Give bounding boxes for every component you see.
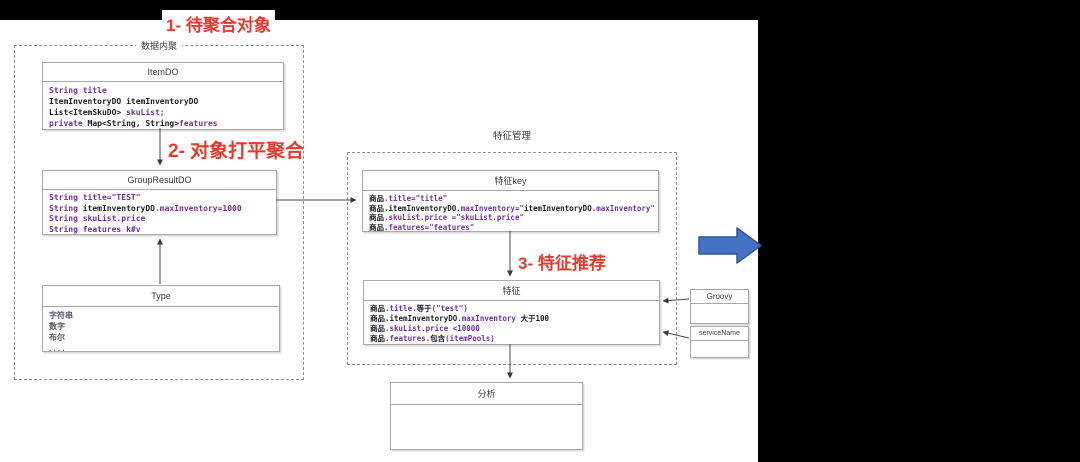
groupresultdo-box-body: String title="TEST"String itemInventoryD… xyxy=(43,190,276,234)
groovy-box-title: Groovy xyxy=(691,290,748,304)
code-line: ItemInventoryDO itemInventoryDO xyxy=(49,97,199,106)
analysis-box: 分析 xyxy=(390,382,583,450)
type-box: Type 字符串数字布尔 . . . . xyxy=(42,285,280,352)
analysis-box-title: 分析 xyxy=(391,383,582,405)
groupresultdo-box: GroupResultDO String title="TEST"String … xyxy=(42,170,277,235)
type-box-title: Type xyxy=(43,286,279,307)
code-line: 商品.features.包含(itemPools) xyxy=(370,334,495,343)
feature-box: 特征 商品.title.等于("test")商品.itemInventoryDO… xyxy=(363,280,660,345)
code-line: String itemInventoryDO.maxInventory=1000 xyxy=(49,203,242,213)
servicename-box-title: serviceName xyxy=(691,327,748,341)
code-line: . . . . xyxy=(49,344,65,351)
feature-key-box-title: 特征key xyxy=(363,171,658,191)
code-line: String title xyxy=(49,86,107,95)
group-data-cohesion: 数据内聚 xyxy=(14,39,304,380)
code-line: 商品.title="title" xyxy=(369,194,448,203)
code-line: 商品.skuList.price <10000 xyxy=(370,324,480,333)
code-line: List<ItemSkuDO> skuList; xyxy=(49,108,165,117)
code-line: 商品.features="features" xyxy=(369,222,475,232)
code-line: 字符串 xyxy=(49,311,73,320)
type-box-body: 字符串数字布尔 . . . . xyxy=(43,307,279,351)
groupresultdo-box-title: GroupResultDO xyxy=(43,171,276,190)
analysis-box-body xyxy=(391,405,582,449)
itemdo-box-title: ItemDO xyxy=(43,63,283,82)
feature-key-box-body: 商品.title="title"商品.itemInventoryDO.maxIn… xyxy=(363,191,658,231)
annotation-step2: 2- 对象打平聚合 xyxy=(168,141,305,162)
groovy-box-body xyxy=(691,304,748,323)
annotation-step3: 3- 特征推荐 xyxy=(518,254,606,273)
big-blue-right-arrow xyxy=(698,227,762,264)
feature-box-title: 特征 xyxy=(364,281,659,301)
code-line: 商品.title.等于("test") xyxy=(370,304,468,313)
feature-box-body: 商品.title.等于("test")商品.itemInventoryDO.ma… xyxy=(364,301,659,344)
annotation-step1: 1- 待聚合对象 xyxy=(162,10,275,37)
right-black-region xyxy=(758,0,1080,462)
code-line: private Map<String, String>features xyxy=(49,119,218,128)
code-line: 商品.itemInventoryDO.maxInventory="itemInv… xyxy=(369,203,655,213)
group-data-cohesion-label: 数据内聚 xyxy=(135,39,183,52)
servicename-box: serviceName xyxy=(690,326,749,358)
code-line: String features k#v xyxy=(49,224,141,234)
group-feature-mgmt-label: 特征管理 xyxy=(492,131,532,142)
code-line: String skuList.price xyxy=(49,214,146,223)
code-line: 商品.itemInventoryDO.maxInventory 大于100 xyxy=(370,314,550,323)
servicename-box-body xyxy=(691,341,748,357)
code-line: 数字 xyxy=(49,322,65,331)
group-feature-mgmt: 特征管理 xyxy=(347,131,677,365)
code-line: 布尔 xyxy=(49,333,65,342)
groovy-box: Groovy xyxy=(690,289,749,324)
feature-key-box: 特征key 商品.title="title"商品.itemInventoryDO… xyxy=(362,170,659,232)
code-line: 商品.skuList.price ="skuList.price" xyxy=(369,213,524,222)
code-line: String title="TEST" xyxy=(49,193,141,202)
